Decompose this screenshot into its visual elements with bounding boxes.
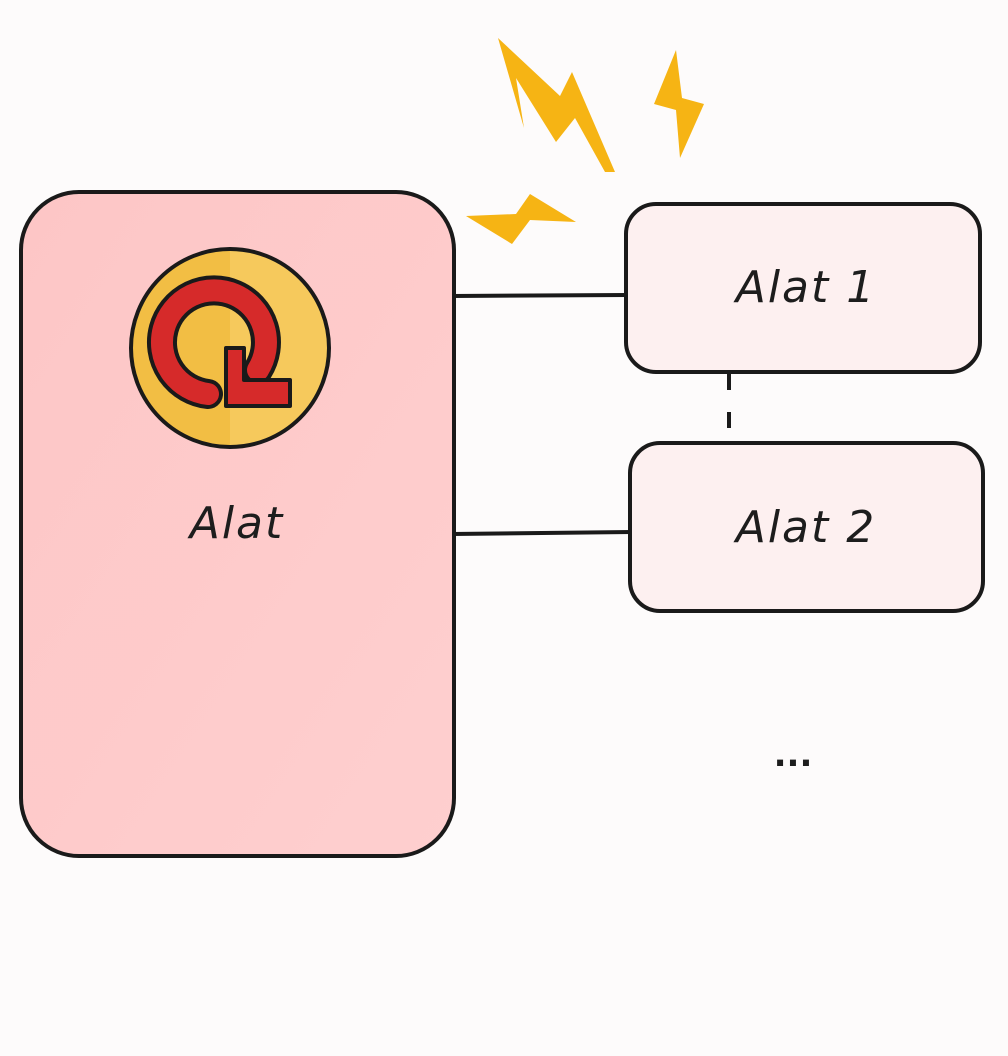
tool-box-1-label: Alat 1 bbox=[733, 262, 877, 313]
main-box bbox=[19, 190, 456, 858]
connector-line-tool-2 bbox=[450, 530, 634, 536]
refresh-arrow-icon bbox=[129, 247, 331, 449]
main-box-label: Alat bbox=[187, 498, 285, 549]
connector-line-tool-1 bbox=[450, 293, 630, 298]
ellipsis: ... bbox=[774, 735, 813, 775]
tool-box-2-label: Alat 2 bbox=[733, 502, 877, 553]
lightning-bolt-icon bbox=[466, 194, 576, 244]
tool-box-2 bbox=[628, 441, 985, 613]
tool-box-1 bbox=[624, 202, 982, 374]
lightning-bolt-icon bbox=[654, 50, 704, 158]
lightning-bolt-icon bbox=[498, 38, 615, 172]
